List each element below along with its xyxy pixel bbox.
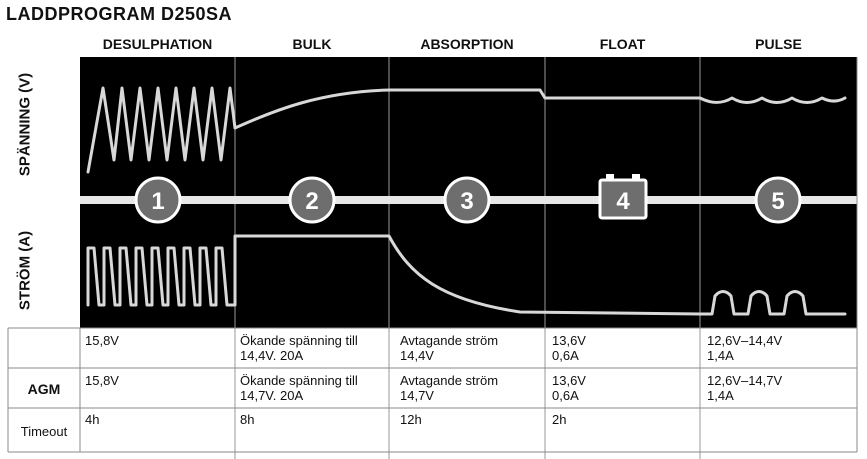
table-cell: 12,6V–14,4V 1,4A bbox=[707, 333, 783, 363]
table-cell: 13,6V 0,6A bbox=[552, 373, 586, 403]
table-cell: Avtagande ström 14,7V bbox=[400, 373, 499, 403]
stage-header-bulk: BULK bbox=[292, 36, 332, 52]
step-marker-3 bbox=[443, 176, 491, 224]
table-cell: 15,8V bbox=[85, 333, 119, 348]
table-cell: Ökande spänning till 14,4V. 20A bbox=[240, 333, 358, 363]
row-label-agm: AGM bbox=[27, 381, 61, 397]
stage-header-desulphation: DESULPHATION bbox=[102, 36, 213, 52]
table-cell: Avtagande ström 14,4V bbox=[400, 333, 499, 363]
table-cell: 4h bbox=[85, 412, 100, 427]
step-number-4: 4 bbox=[616, 188, 630, 215]
table-grid bbox=[7, 57, 858, 453]
table-cell: 15,8V bbox=[85, 373, 119, 388]
stage-header-pulse: PULSE bbox=[755, 36, 802, 52]
step-marker-1 bbox=[134, 176, 182, 224]
table-cell: 12h bbox=[400, 412, 422, 427]
voltage-curve bbox=[86, 86, 847, 174]
page-title: LADDPROGRAM D250SA bbox=[6, 4, 233, 24]
table-cell: 12,6V–14,7V 1,4A bbox=[707, 373, 783, 403]
step-marker-5 bbox=[754, 176, 802, 224]
table-cell: 13,6V 0,6A bbox=[552, 333, 586, 363]
battery-icon bbox=[598, 174, 648, 220]
table-cell: 2h bbox=[552, 412, 567, 427]
current-curve bbox=[86, 234, 847, 316]
step-number-5: 5 bbox=[771, 188, 784, 215]
stage-header-float: FLOAT bbox=[599, 36, 646, 52]
step-number-3: 3 bbox=[460, 188, 473, 215]
stage-header-absorption: ABSORPTION bbox=[420, 36, 514, 52]
step-number-2: 2 bbox=[305, 188, 318, 215]
step-number-1: 1 bbox=[151, 188, 164, 215]
table-cell: Ökande spänning till 14,7V. 20A bbox=[240, 373, 358, 403]
step-marker-2 bbox=[288, 176, 336, 224]
row-label-timeout: Timeout bbox=[20, 424, 68, 439]
table-cell: 8h bbox=[240, 412, 255, 427]
